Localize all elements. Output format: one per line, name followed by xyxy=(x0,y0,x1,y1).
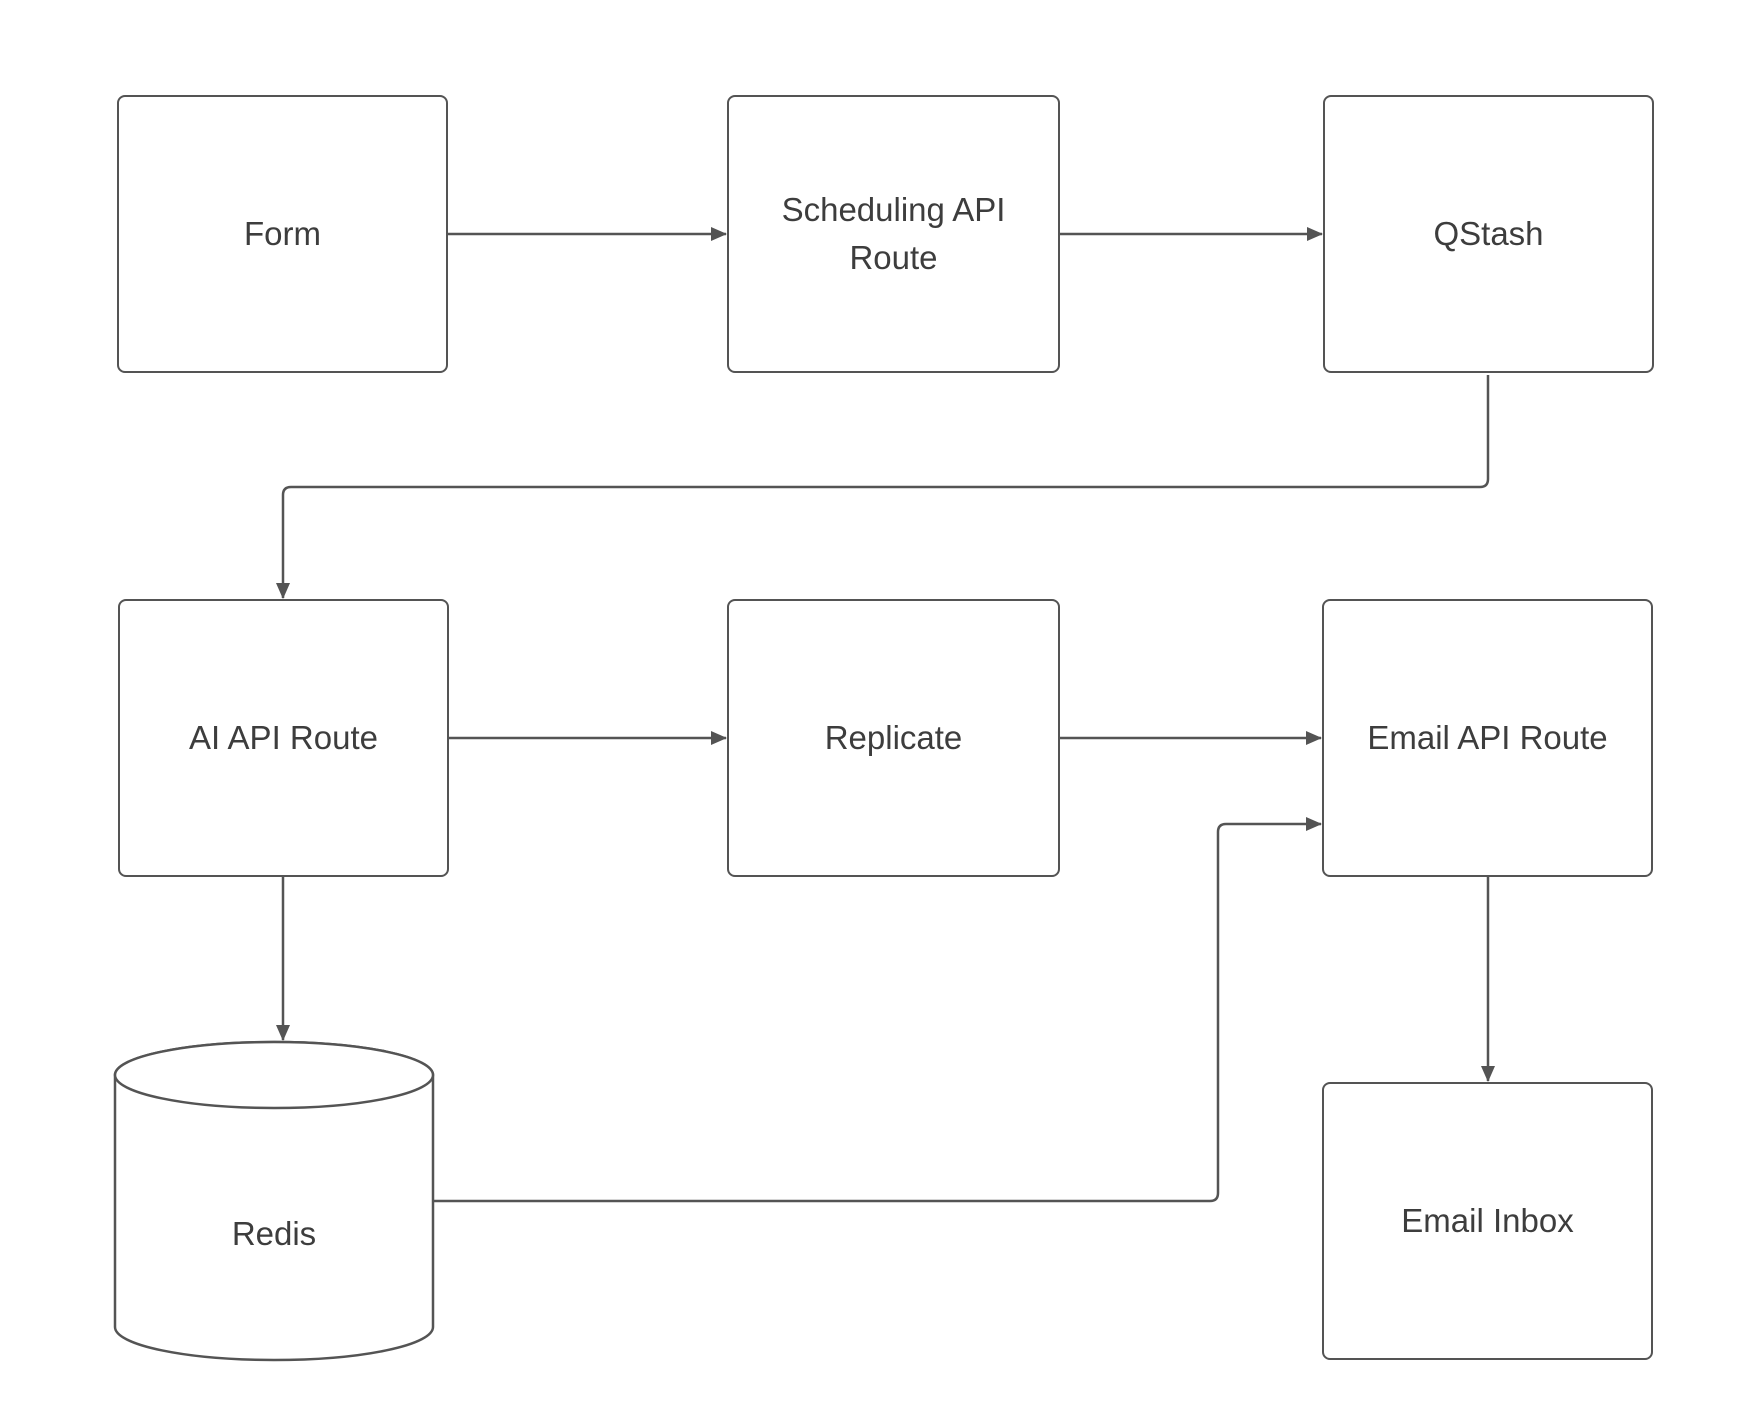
redis-cylinder-shape xyxy=(113,1040,435,1362)
connector-redis-to-email-api-route xyxy=(433,817,1322,1203)
node-qstash-label: QStash xyxy=(1433,215,1544,253)
node-form[interactable]: Form xyxy=(117,95,448,373)
node-replicate[interactable]: Replicate xyxy=(727,599,1060,877)
node-ai-api-route[interactable]: AI API Route xyxy=(118,599,449,877)
node-form-label: Form xyxy=(244,215,321,253)
node-email-inbox[interactable]: Email Inbox xyxy=(1322,1082,1653,1360)
node-email-api-route-label: Email API Route xyxy=(1367,719,1608,757)
node-redis[interactable]: Redis xyxy=(115,1108,433,1360)
node-scheduling-api-route[interactable]: Scheduling API Route xyxy=(727,95,1060,373)
node-qstash[interactable]: QStash xyxy=(1323,95,1654,373)
node-email-inbox-label: Email Inbox xyxy=(1401,1202,1574,1240)
connector-qstash-to-ai-api-route xyxy=(276,375,1490,599)
node-replicate-label: Replicate xyxy=(824,719,963,757)
node-scheduling-api-route-label: Scheduling API Route xyxy=(781,191,1006,276)
node-ai-api-route-label: AI API Route xyxy=(189,719,378,757)
node-email-api-route[interactable]: Email API Route xyxy=(1322,599,1653,877)
node-redis-label: Redis xyxy=(231,1215,317,1253)
